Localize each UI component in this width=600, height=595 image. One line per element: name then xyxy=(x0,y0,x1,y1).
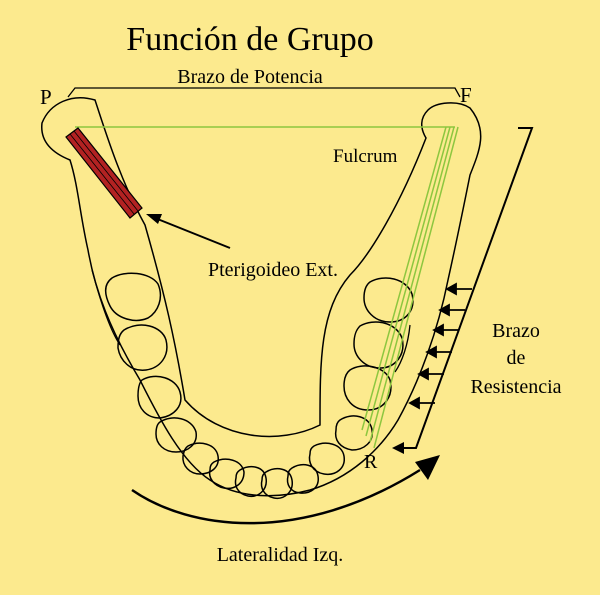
tooth xyxy=(308,442,345,476)
tooth xyxy=(105,272,162,322)
tooth xyxy=(353,321,404,369)
tooth xyxy=(137,375,182,419)
resistance-label-line1: Brazo xyxy=(492,320,540,342)
diagram-title: Función de Grupo xyxy=(126,21,373,58)
force-line xyxy=(373,126,459,449)
right-alveolar-contour xyxy=(394,324,411,373)
resistance-arm-bracket xyxy=(404,127,534,449)
force-line xyxy=(369,126,455,443)
force-line xyxy=(365,126,451,437)
lateral-movement-arrow xyxy=(131,468,421,525)
tooth xyxy=(334,415,373,451)
resistance-label-line2: de xyxy=(507,347,526,369)
fulcrum-label: Fulcrum xyxy=(333,146,398,167)
tooth xyxy=(363,277,414,323)
left-alveolar-contour xyxy=(91,269,121,346)
pterygoid-muscle xyxy=(65,127,143,219)
tooth xyxy=(117,324,168,371)
force-line xyxy=(361,126,447,431)
tooth xyxy=(182,442,219,475)
tooth xyxy=(208,458,245,490)
power-arm-label: Brazo de Potencia xyxy=(177,66,323,88)
lateral-movement-arrowhead xyxy=(415,455,440,480)
tooth xyxy=(155,417,197,453)
resistance-arrowhead xyxy=(392,442,404,454)
resistance-label-line3: Resistencia xyxy=(470,376,561,398)
mandible-outline xyxy=(41,97,482,497)
point-p-label: P xyxy=(40,85,52,109)
force-arrows xyxy=(408,282,472,410)
muscle-pointer-arrow xyxy=(154,217,231,249)
tooth xyxy=(234,465,267,498)
muscle-pointer-arrowhead xyxy=(146,214,162,224)
movement-label: Lateralidad Izq. xyxy=(217,544,344,566)
lever-lines xyxy=(75,126,459,449)
point-r-label: R xyxy=(364,451,378,473)
muscle-label: Pterigoideo Ext. xyxy=(208,259,338,281)
tooth xyxy=(260,467,293,500)
point-f-label: F xyxy=(460,83,472,107)
power-arm-bracket xyxy=(67,87,461,98)
